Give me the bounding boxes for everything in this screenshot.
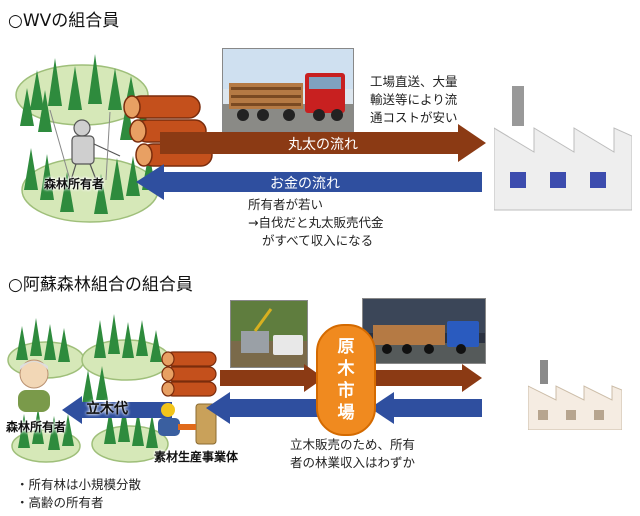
log-flow-arrow-2a [220, 364, 324, 392]
log-market-badge: 原 木 市 場 [316, 324, 376, 436]
money-flow-label: お金の流れ [270, 176, 340, 192]
note-right-line-2: 者の林業収入はわずか [290, 455, 416, 470]
section1-title: ○WVの組合員 [8, 11, 120, 31]
bullet-small-scattered: ・所有林は小規模分散 [16, 477, 142, 492]
log-pile-icon-2 [161, 351, 217, 397]
log-truck-photo-2 [362, 298, 486, 364]
log-flow-label: 丸太の流れ [288, 137, 358, 153]
factory-icon-2 [528, 360, 622, 430]
log-flow-arrow [160, 124, 486, 162]
market-char-2: 木 [337, 359, 355, 379]
note-bottom-line-1: 所有者が若い [248, 197, 324, 212]
forest-owner-label-1: 森林所有者 [44, 177, 105, 191]
producer-label: 素材生産事業体 [154, 450, 239, 464]
log-truck-photo [222, 48, 354, 132]
market-char-4: 場 [337, 403, 355, 423]
bullet-elderly-owners: ・高齢の所有者 [16, 495, 104, 510]
market-char-3: 市 [337, 381, 355, 401]
forestry-machine-photo [230, 300, 308, 368]
factory-icon [494, 86, 632, 211]
standing-fee-arrow [62, 396, 172, 424]
money-flow-arrow-2a [206, 392, 322, 424]
money-flow-arrow-2b [370, 392, 482, 424]
note-top-line-3: 通コストが安い [370, 110, 458, 125]
market-char-1: 原 [337, 337, 355, 357]
forest-owner-label-2: 森林所有者 [6, 420, 67, 434]
section2-title: ○阿蘇森林組合の組合員 [8, 275, 193, 295]
note-right-line-1: 立木販売のため、所有 [290, 437, 416, 452]
elderly-owner-icon [18, 359, 50, 412]
note-bottom-line-2: →自伐だと丸太販売代金 [248, 215, 384, 230]
scattered-forests-illustration [7, 314, 171, 463]
forest-illustration [15, 54, 159, 223]
note-top-line-2: 輸送等により流 [370, 92, 458, 107]
note-bottom-line-3: がすべて収入になる [262, 233, 374, 248]
log-flow-arrow-2b [370, 364, 482, 392]
logging-worker-icon [158, 403, 217, 445]
standing-fee-label: 立木代 [86, 401, 128, 417]
note-top-line-1: 工場直送、大量 [370, 74, 458, 89]
money-flow-arrow [136, 164, 482, 200]
